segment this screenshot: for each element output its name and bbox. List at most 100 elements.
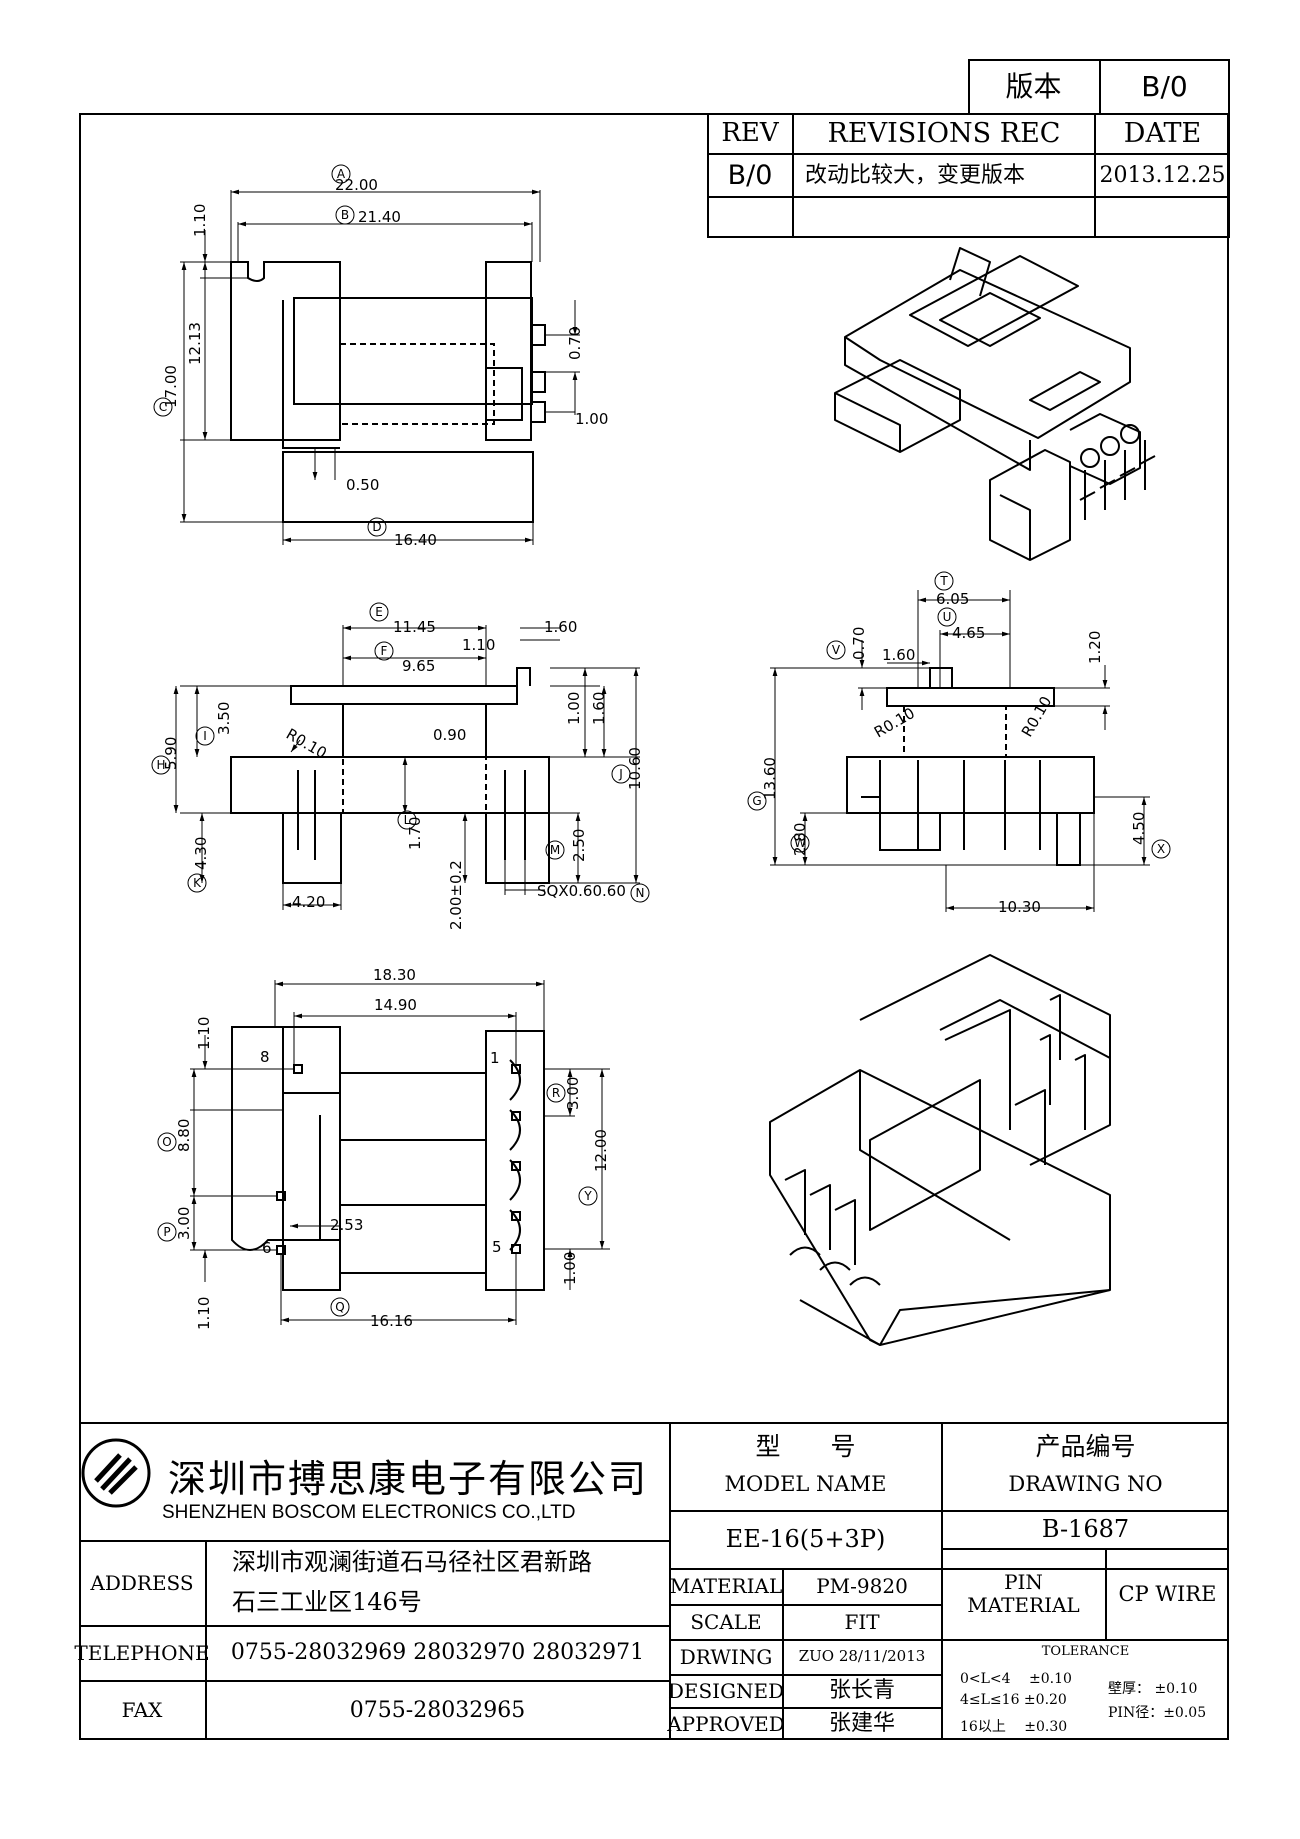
company-logo [81, 1438, 151, 1508]
drawing-no-cn: 产品编号 [1035, 1431, 1136, 1461]
tolerance-wall: 壁厚： ±0.10 [1108, 1681, 1198, 1697]
tolerance-line-1: 0<L<4 ±0.10 [960, 1671, 1072, 1687]
svg-text:13.60: 13.60 [761, 757, 779, 800]
svg-text:2.50: 2.50 [570, 829, 588, 862]
tolerance-line-3: 16以上 ±0.30 [960, 1719, 1068, 1735]
tolerance-line-2: 4≤L≤16 ±0.20 [960, 1692, 1067, 1708]
svg-text:4.30: 4.30 [192, 837, 210, 870]
material-label: MATERIAL [669, 1574, 783, 1598]
model-value: EE-16(5+3P) [725, 1524, 886, 1553]
svg-text:1.10: 1.10 [195, 1297, 213, 1330]
svg-text:22.00: 22.00 [335, 176, 378, 194]
rev-value: B/0 [727, 160, 773, 192]
version-label: 版本 [1005, 69, 1062, 103]
svg-text:1.00: 1.00 [561, 1252, 579, 1285]
svg-text:1.10: 1.10 [462, 636, 495, 654]
svg-text:V: V [832, 643, 841, 657]
bottom-view-dims [190, 980, 610, 1325]
svg-text:T: T [939, 574, 948, 588]
svg-text:5.90: 5.90 [162, 737, 180, 770]
svg-text:8: 8 [260, 1048, 270, 1066]
svg-text:R0.10: R0.10 [871, 704, 918, 742]
svg-text:4.50: 4.50 [1130, 812, 1148, 845]
model-name-cn: 型 号 [755, 1431, 856, 1461]
svg-text:SQX0.60.60: SQX0.60.60 [537, 882, 626, 900]
svg-text:1.20: 1.20 [1086, 631, 1104, 664]
svg-text:8.80: 8.80 [175, 1119, 193, 1152]
svg-text:1.60: 1.60 [882, 646, 915, 664]
side-view-dims [770, 590, 1150, 912]
svg-text:2.53: 2.53 [330, 1216, 363, 1234]
front-view-balloons [151, 602, 650, 903]
svg-text:9.65: 9.65 [402, 657, 435, 675]
top-view-dim-text: 22.00 21.40 17.00 12.13 1.10 16.40 0.70 … [162, 176, 608, 549]
drawing-frame [79, 113, 1229, 1740]
front-view-dims [173, 625, 640, 910]
isometric-view-top [834, 247, 1156, 561]
svg-text:O: O [162, 1135, 171, 1149]
svg-text:0.70: 0.70 [566, 327, 584, 360]
scale-label: SCALE [690, 1609, 762, 1634]
svg-text:1.00: 1.00 [565, 692, 583, 725]
svg-text:2.00±0.2: 2.00±0.2 [447, 860, 465, 930]
svg-text:0.70: 0.70 [850, 627, 868, 660]
svg-text:3.50: 3.50 [215, 702, 233, 735]
svg-text:18.30: 18.30 [373, 966, 416, 984]
svg-text:16.16: 16.16 [370, 1312, 413, 1330]
drwing-value: ZUO 28/11/2013 [798, 1647, 926, 1666]
svg-text:M: M [550, 843, 560, 857]
svg-text:Y: Y [583, 1189, 592, 1203]
svg-text:D: D [372, 520, 381, 534]
revision-date: 2013.12.25 [1099, 163, 1226, 189]
svg-text:R0.10: R0.10 [1018, 693, 1056, 740]
front-view [230, 667, 550, 884]
drawing-no-value: B-1687 [1041, 1514, 1130, 1543]
pin-material-label: PIN MATERIAL [967, 1570, 1080, 1617]
svg-text:1.70: 1.70 [406, 817, 424, 850]
svg-text:Q: Q [335, 1300, 344, 1314]
svg-text:P: P [163, 1225, 170, 1239]
svg-text:6: 6 [262, 1239, 272, 1257]
version-value: B/0 [1141, 69, 1188, 103]
svg-text:3.00: 3.00 [175, 1207, 193, 1240]
fax-label: FAX [121, 1698, 163, 1722]
scale-value: FIT [844, 1609, 880, 1634]
bottom-view [231, 1026, 545, 1291]
svg-text:1.10: 1.10 [195, 1017, 213, 1050]
svg-text:4.20: 4.20 [292, 893, 325, 911]
svg-text:L: L [404, 813, 411, 827]
svg-text:1.10: 1.10 [191, 204, 209, 237]
approved-label: APPROVED [667, 1711, 785, 1736]
svg-text:4.65: 4.65 [952, 624, 985, 642]
top-view-balloons [153, 164, 387, 537]
svg-text:3.00: 3.00 [564, 1077, 582, 1110]
svg-text:17.00: 17.00 [162, 365, 180, 408]
tolerance-pin: PIN径：±0.05 [1108, 1705, 1207, 1721]
material-value: PM-9820 [816, 1574, 908, 1598]
designed-value: 张长青 [828, 1678, 895, 1704]
svg-text:1.60: 1.60 [590, 692, 608, 725]
svg-text:11.45: 11.45 [393, 618, 436, 636]
svg-text:C: C [159, 400, 167, 414]
svg-text:10.30: 10.30 [998, 898, 1041, 916]
date-header: DATE [1123, 117, 1202, 149]
drawing-no-en: DRAWING NO [1008, 1471, 1163, 1496]
company-name-en: SHENZHEN BOSCOM ELECTRONICS CO.,LTD [162, 1502, 576, 1523]
address-line1: 深圳市观澜街道石马径社区君新路 [232, 1548, 592, 1576]
side-view [846, 667, 1095, 866]
company-name-cn: 深圳市搏思康电子有限公司 [168, 1457, 649, 1501]
svg-text:R: R [552, 1086, 560, 1100]
svg-text:2.80: 2.80 [791, 823, 809, 856]
revisions-rec-header: REVISIONS REC [827, 117, 1061, 149]
svg-text:12.13: 12.13 [186, 322, 204, 365]
side-view-balloons [747, 571, 1171, 859]
telephone-label: TELEPHONE [74, 1640, 210, 1665]
svg-text:1: 1 [490, 1049, 500, 1067]
model-name-en: MODEL NAME [724, 1471, 887, 1496]
revision-table [707, 113, 1230, 238]
svg-text:B: B [341, 208, 349, 222]
svg-text:F: F [381, 644, 388, 658]
technical-drawing: 22.00 21.40 17.00 12.13 1.10 16.40 0.70 … [151, 164, 1171, 1346]
bottom-view-balloons [157, 1083, 598, 1317]
svg-text:5: 5 [492, 1238, 502, 1256]
